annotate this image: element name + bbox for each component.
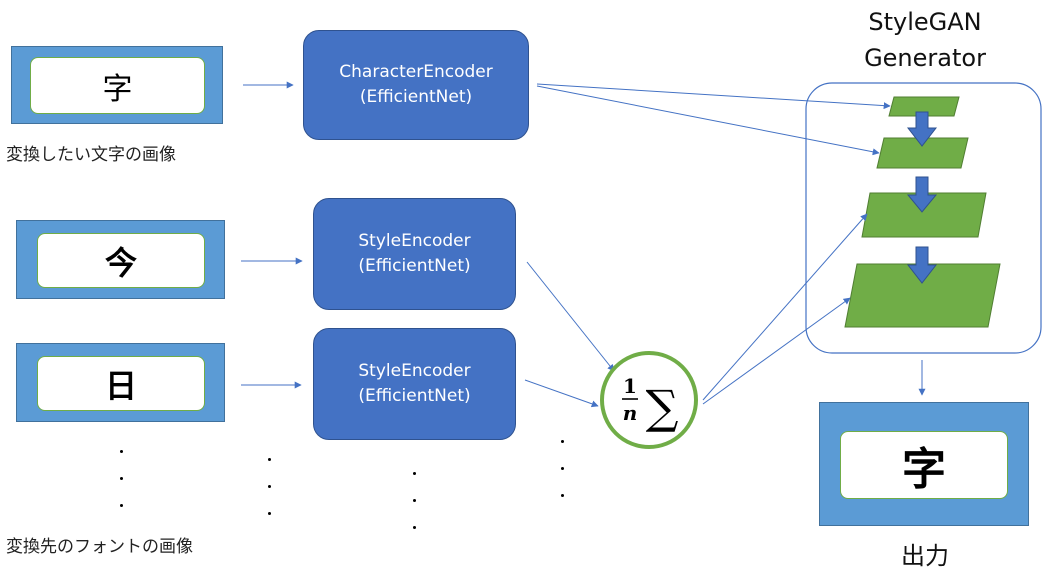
generator-layer-1: [888, 96, 960, 117]
one-over-n-sum-icon: 1 n ∑: [622, 374, 679, 434]
input-image-frame: 字: [11, 46, 223, 124]
output-image: 字: [840, 431, 1008, 499]
style-image-frame-2: 日: [16, 343, 225, 422]
output-image-frame: 字: [819, 402, 1029, 526]
generator-title-line1: StyleGAN: [868, 8, 982, 36]
character-encoder-name: CharacterEncoder: [339, 62, 493, 82]
generator-layer-2: [876, 137, 969, 169]
svg-text:n: n: [623, 401, 638, 425]
generator-title: StyleGAN Generator: [820, 4, 1030, 76]
style-encoder-2: StyleEncoder (EfficientNet): [313, 328, 516, 440]
arrow-charenc-to-layer2: [536, 85, 880, 156]
input-glyph: 字: [102, 71, 133, 107]
style-glyph-2: 日: [104, 366, 137, 405]
arrow-charenc-to-layer1: [536, 83, 891, 110]
style-image-2: 日: [37, 356, 205, 411]
style-encoder-2-model: (EfficientNet): [358, 386, 471, 406]
style-encoder-1: StyleEncoder (EfficientNet): [313, 198, 516, 310]
generator-layer-4: [844, 263, 1001, 328]
arrow-enc1-to-average: [526, 261, 615, 372]
character-encoder: CharacterEncoder (EfficientNet): [303, 30, 529, 140]
style-encoder-2-name: StyleEncoder: [358, 361, 471, 381]
input-caption: 変換したい文字の画像: [6, 145, 176, 165]
svg-text:∑: ∑: [646, 380, 679, 434]
output-label: 出力: [901, 542, 949, 570]
arrow-enc2-to-average: [524, 379, 599, 408]
character-encoder-model: (EfficientNet): [359, 87, 473, 107]
output-glyph: 字: [902, 444, 946, 495]
style-image-frame-1: 今: [16, 220, 225, 299]
style-encoder-1-model: (EfficientNet): [358, 256, 471, 276]
down-arrow-icon: [906, 111, 938, 147]
generator-layer-3: [861, 192, 987, 238]
input-image: 字: [30, 57, 205, 114]
style-image-1: 今: [37, 233, 205, 288]
style-caption: 変換先のフォントの画像: [6, 537, 193, 557]
arrow-average-to-layer4: [702, 297, 851, 405]
down-arrow-icon: [906, 176, 938, 213]
average-node: [600, 351, 698, 449]
down-arrow-icon: [906, 246, 938, 284]
generator-title-line2: Generator: [864, 44, 986, 72]
style-encoder-1-name: StyleEncoder: [358, 231, 471, 251]
svg-text:1: 1: [623, 374, 637, 398]
arrow-average-to-layer3: [702, 213, 868, 401]
style-glyph-1: 今: [104, 243, 137, 282]
